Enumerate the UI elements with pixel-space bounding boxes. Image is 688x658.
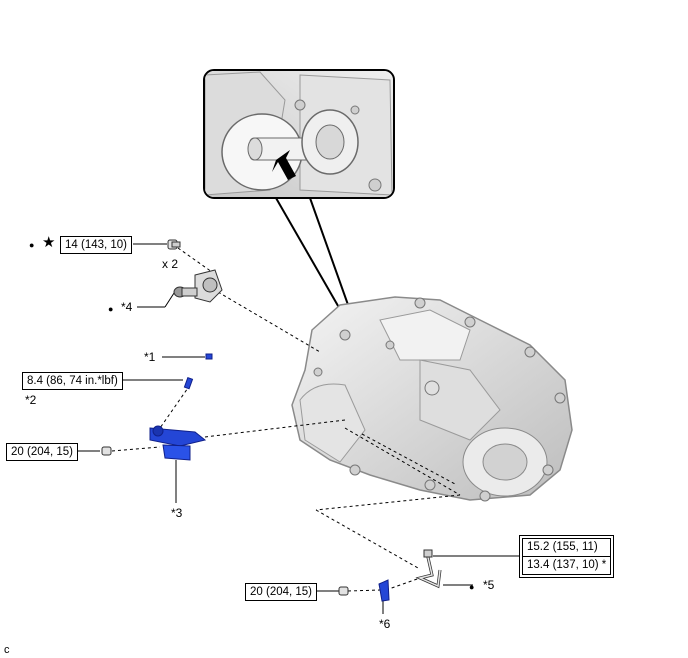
- part1-component: [205, 353, 213, 360]
- bolt-top-part: [167, 239, 181, 250]
- part6-component: [378, 579, 390, 602]
- bolt-left-part: [101, 446, 112, 456]
- part5-component: [415, 549, 442, 589]
- part5-label: *5: [483, 578, 495, 592]
- torque-part2: 8.4 (86, 74 in.*lbf): [22, 372, 123, 390]
- part6-label: *6: [379, 617, 391, 631]
- part3-component: [149, 425, 207, 461]
- part3-label: *3: [171, 506, 183, 520]
- torque-bolt-top: 14 (143, 10): [60, 236, 133, 254]
- bolt-bottom-part: [338, 586, 349, 596]
- dot-icon: ●: [29, 240, 35, 250]
- part4-component: [173, 269, 223, 303]
- torque-part5-line2: 13.4 (137, 10) *: [522, 557, 612, 575]
- star-icon: ★: [42, 234, 56, 251]
- torque-bolt-left: 20 (204, 15): [6, 443, 79, 461]
- arrow-icon: [272, 150, 296, 180]
- torque-bolt-bottom: 20 (204, 15): [245, 583, 318, 601]
- dot-icon: ●: [469, 582, 475, 592]
- part4-label: *4: [121, 300, 133, 314]
- torque-part5-line1: 15.2 (155, 11): [522, 538, 612, 557]
- torque-part5-box: 15.2 (155, 11) 13.4 (137, 10) *: [519, 535, 615, 578]
- dashed-leaders: [111, 247, 461, 592]
- inset-view: [203, 69, 395, 319]
- transaxle-housing: [291, 296, 573, 502]
- quantity-label: x 2: [162, 257, 179, 271]
- part2-component: [183, 376, 194, 390]
- solid-leaders: [74, 243, 520, 614]
- dot-icon: ●: [108, 304, 114, 314]
- figure-code: c: [4, 644, 10, 656]
- part1-label: *1: [144, 350, 156, 364]
- part2-label: *2: [25, 393, 37, 407]
